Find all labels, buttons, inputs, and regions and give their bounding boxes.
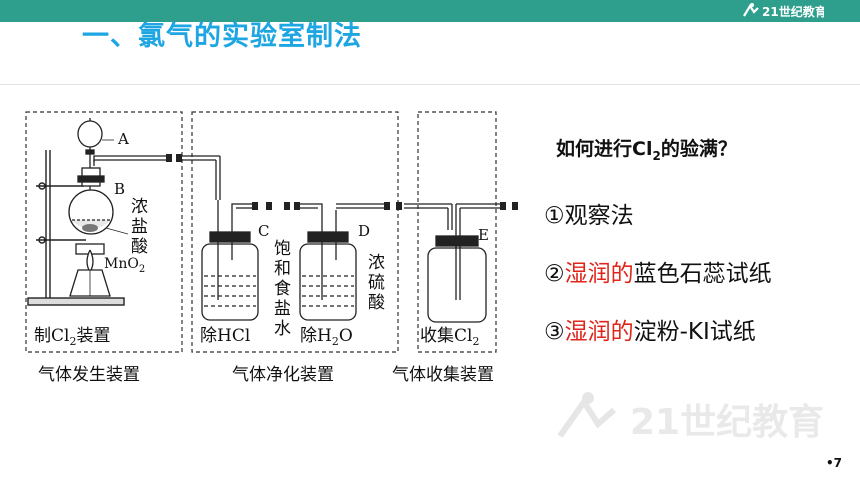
label-C: C xyxy=(258,222,269,240)
caption-make: 制Cl2装置 xyxy=(34,326,110,348)
label-conc: 浓 xyxy=(131,197,148,217)
generator-box xyxy=(25,111,183,353)
top-bar: 21世纪教育 xyxy=(0,0,860,22)
watermark-text: 21世纪教育 xyxy=(630,402,824,443)
question-text: 如何进行Cl2的验满？ xyxy=(556,138,737,163)
purifier-box xyxy=(191,111,399,353)
divider xyxy=(0,84,860,85)
label-D: D xyxy=(358,222,370,240)
method-item: ②湿润的蓝色石蕊试纸 xyxy=(544,261,772,287)
label-water: 水 xyxy=(274,319,291,339)
caption-hcl: 除HCl xyxy=(200,326,250,346)
tube-connectors xyxy=(166,154,518,210)
caption-h2o: 除H2O xyxy=(300,326,353,348)
label-A: A xyxy=(117,130,129,148)
wash-bottle-C xyxy=(201,200,259,321)
method-item: ①观察法 xyxy=(544,203,634,229)
wash-bottle-D xyxy=(299,210,357,321)
caption-purification: 气体净化装置 xyxy=(232,365,334,385)
collector-box xyxy=(417,111,497,353)
method-item: ③湿润的淀粉-KI试纸 xyxy=(544,319,756,345)
label-salt2: 盐 xyxy=(274,299,291,319)
label-B: B xyxy=(114,180,125,198)
label-conc2: 浓 xyxy=(368,253,385,273)
label-salt: 盐 xyxy=(131,217,148,237)
round-flask-B xyxy=(68,167,114,235)
label-E: E xyxy=(478,226,489,244)
brand-logo-text: 21世纪教育 xyxy=(762,4,824,19)
gas-bottle-E xyxy=(427,235,487,323)
label-food: 食 xyxy=(274,279,291,299)
iron-stand xyxy=(27,150,125,306)
watermark-logo: 21世纪教育 xyxy=(557,392,824,443)
caption-generation: 气体发生装置 xyxy=(38,365,140,385)
label-and: 和 xyxy=(274,259,291,279)
page-number: •7 xyxy=(826,456,843,470)
label-sat: 饱 xyxy=(274,239,291,259)
separatory-funnel-A xyxy=(77,118,114,200)
gas-tubing xyxy=(93,155,500,290)
brand-logo-icon: 21世纪教育 xyxy=(743,3,824,19)
label-sulf: 硫 xyxy=(368,273,385,293)
label-acid2: 酸 xyxy=(368,293,385,313)
label-acid: 酸 xyxy=(131,237,148,257)
caption-collection: 气体收集装置 xyxy=(392,365,494,385)
caption-collect: 收集Cl2 xyxy=(420,326,479,348)
label-mno2: MnO2 xyxy=(104,256,145,275)
page-title: 一、氯气的实验室制法 xyxy=(82,21,362,52)
alcohol-lamp xyxy=(69,243,111,297)
